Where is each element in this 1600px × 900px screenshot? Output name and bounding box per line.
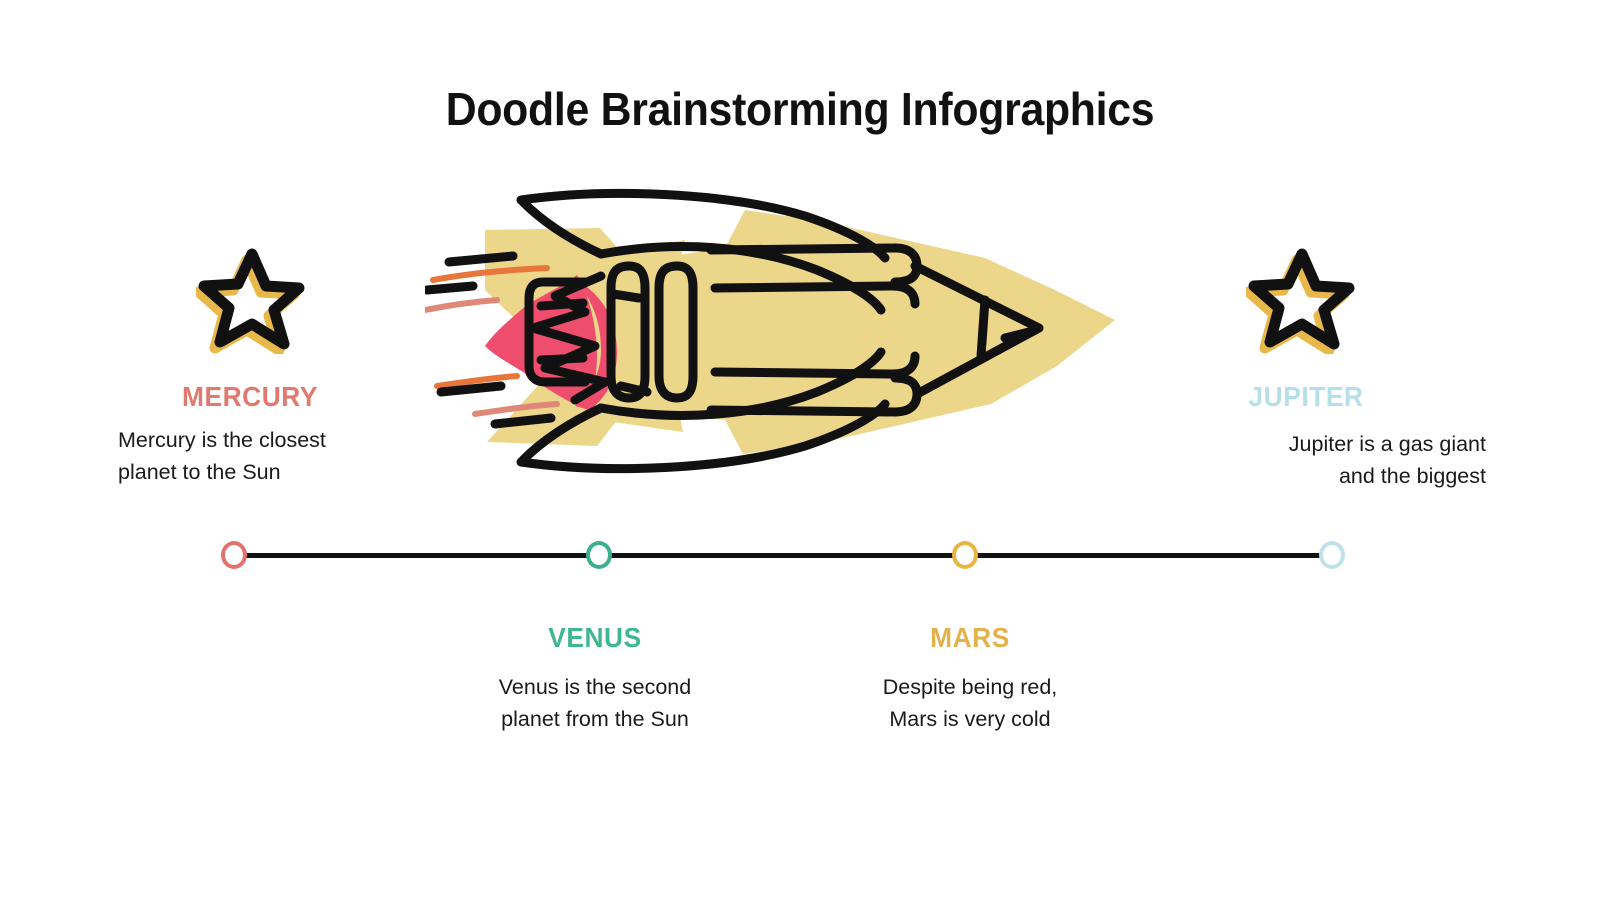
star-icon-mercury: [196, 244, 306, 354]
planet-description-mercury: Mercury is the closest planet to the Sun: [118, 428, 326, 484]
planet-block-venus: VENUS Venus is the second planet from th…: [415, 623, 775, 735]
star-icon-jupiter: [1246, 244, 1356, 354]
planet-label-venus: VENUS: [548, 622, 642, 653]
planet-description-jupiter: Jupiter is a gas giant and the biggest: [1288, 432, 1486, 488]
page-title: Doodle Brainstorming Infographics: [445, 83, 1155, 135]
timeline-marker-mars[interactable]: [952, 541, 979, 569]
planet-block-jupiter: JUPITER Jupiter is a gas giant and the b…: [1120, 382, 1492, 492]
planet-description-venus: Venus is the second planet from the Sun: [498, 675, 692, 731]
planet-description-mars: Despite being red, Mars is very cold: [882, 675, 1058, 731]
planet-block-mars: MARS Despite being red, Mars is very col…: [825, 623, 1115, 735]
pencil-rocket-doodle-illustration: [425, 170, 1125, 490]
timeline: [221, 541, 1345, 569]
planet-label-mars: MARS: [930, 622, 1010, 653]
timeline-marker-jupiter[interactable]: [1319, 541, 1345, 569]
timeline-line: [234, 553, 1332, 558]
timeline-marker-mercury[interactable]: [221, 541, 247, 569]
timeline-marker-venus[interactable]: [585, 541, 612, 569]
planet-label-mercury: MERCURY: [181, 381, 319, 412]
planet-label-jupiter: JUPITER: [1248, 381, 1364, 412]
doodle-ink-strokes: [425, 188, 1044, 474]
planet-block-mercury: MERCURY Mercury is the closest planet to…: [60, 382, 440, 488]
doodle-speed-lines: [425, 265, 560, 417]
